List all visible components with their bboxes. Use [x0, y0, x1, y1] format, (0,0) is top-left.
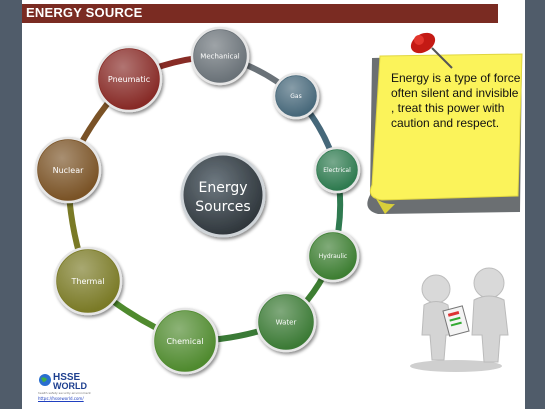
center-label-line2: Sources: [195, 199, 250, 215]
logo-tagline: health safety security environment: [38, 391, 91, 395]
node-label: Mechanical: [200, 52, 239, 60]
sticky-note: [367, 53, 523, 214]
node-water: Water: [255, 291, 317, 353]
node-electrical: Electrical: [313, 146, 361, 194]
node-label: Water: [276, 318, 297, 326]
node-shine: [310, 233, 356, 279]
logo-url-link[interactable]: https://hsseworld.com/: [38, 396, 84, 401]
node-thermal: Thermal: [53, 246, 123, 316]
node-shine: [317, 150, 357, 190]
node-pneumatic: Pneumatic: [95, 45, 163, 113]
slide-title: ENERGY SOURCE: [26, 5, 143, 20]
globe-icon: [39, 374, 51, 386]
title-bar: [22, 4, 498, 23]
node-label: Nuclear: [53, 166, 85, 175]
node-gas: Gas: [272, 72, 320, 120]
node-label: Chemical: [166, 337, 203, 346]
node-hydraulic: Hydraulic: [306, 229, 360, 283]
logo-world: WORLD: [53, 381, 87, 391]
people-figures-icon: [410, 267, 509, 372]
node-label: Electrical: [323, 167, 351, 174]
center-circle: Energy Sources: [180, 152, 266, 238]
node-label: Hydraulic: [319, 253, 347, 260]
left-frame: [0, 0, 22, 409]
logo-hsse: HSSE: [53, 372, 81, 383]
node-label: Gas: [290, 93, 301, 100]
node-shine: [38, 140, 98, 200]
node-shine: [259, 295, 313, 349]
pushpin-icon: [410, 32, 453, 69]
center-label-line1: Energy: [198, 180, 247, 196]
right-frame: [525, 0, 545, 409]
node-nuclear: Nuclear: [34, 136, 102, 204]
node-shine: [155, 311, 215, 371]
node-mechanical: Mechanical: [190, 26, 250, 86]
note-text: Energy is a type of force often silent a…: [391, 71, 521, 130]
node-shine: [57, 250, 119, 312]
node-shine: [194, 30, 246, 82]
node-label: Pneumatic: [108, 75, 150, 84]
node-label: Thermal: [71, 277, 105, 286]
node-shine: [99, 49, 159, 109]
node-chemical: Chemical: [151, 307, 219, 375]
node-shine: [276, 76, 316, 116]
